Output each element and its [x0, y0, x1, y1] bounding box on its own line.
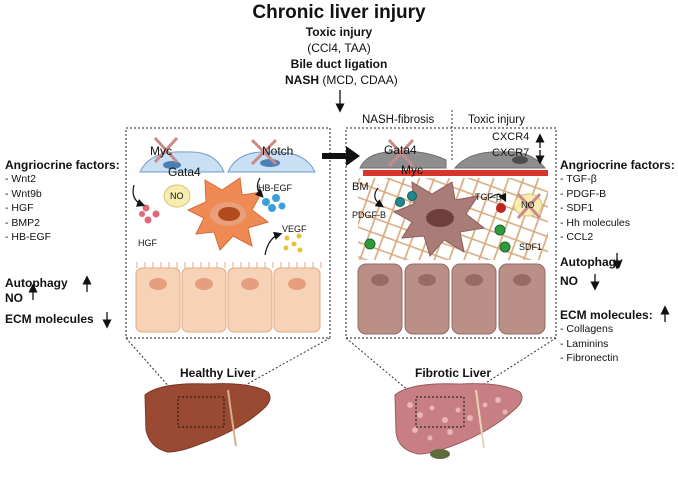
vegf-dots	[283, 233, 303, 253]
right-ecm-item: - Collagens	[560, 323, 614, 335]
fibrotic-liver-shape	[394, 383, 523, 455]
left-factor-item: - HGF	[5, 202, 34, 215]
right-angiocrine-heading: Angriocrine factors:	[560, 158, 675, 172]
left-factor-item: - Wnt9b	[5, 187, 42, 200]
cxcr4-label: CXCR4	[492, 131, 530, 143]
healthy-stellate-nucleus	[218, 207, 240, 221]
healthy-liver-shape	[144, 383, 271, 453]
left-factor-item: - BMP2	[5, 216, 41, 229]
fibrotic-liver-ligament	[475, 389, 485, 449]
right-factor-item: - Hh molecules	[560, 216, 631, 229]
healthy-hb-egf-label: HB-EGF	[258, 183, 293, 193]
fibrotic-pdgf-b-label: PDGF-B	[352, 210, 387, 220]
fibrotic-myc-label: Myc	[401, 163, 423, 177]
hb-egf-arrow	[254, 177, 264, 198]
endothelial-nucleus-left	[163, 161, 181, 169]
healthy-liver-caption: Healthy Liver	[180, 366, 256, 380]
notch-cross-icon	[250, 138, 278, 166]
no-cross-icon	[516, 192, 542, 220]
healthy-myc-label: Myc	[150, 144, 172, 158]
nash-fibrosis-label: NASH-fibrosis	[362, 114, 435, 126]
left-no-label: NO	[5, 291, 23, 305]
tgf-beta-dot	[496, 203, 506, 213]
left-sidebar: Angriocrine factors: - Wnt2 - Wnt9b - HG…	[5, 158, 123, 245]
hgf-arrow	[132, 184, 146, 207]
cxcr7-label: CXCR7	[492, 147, 530, 159]
right-no-label: NO	[560, 274, 578, 288]
cause-nash-label: NASH	[285, 73, 320, 87]
level-arrows	[28, 133, 670, 329]
gata4-cross-icon	[387, 138, 415, 168]
healthy-panel-frame	[125, 127, 331, 339]
right-sidebar: Angriocrine factors: - TGF-β - PDGF-B - …	[560, 158, 676, 245]
fibrotic-liver-nodules	[407, 397, 508, 441]
right-factor-item: - SDF1	[560, 202, 594, 215]
bm-label: BM	[352, 181, 369, 193]
fibrotic-gata4-label: Gata4	[384, 143, 417, 157]
right-factor-item: - CCL2	[560, 231, 594, 244]
cause-nash-detail: (MCD, CDAA)	[322, 73, 398, 87]
healthy-hepatocytes	[135, 262, 322, 333]
right-autophagy-label: Autophagy	[560, 255, 623, 269]
cause-bile-duct-ligation: Bile duct ligation	[290, 57, 388, 71]
fibrotic-hepatocytes	[357, 263, 546, 335]
tgf-beta-arrow	[489, 192, 507, 203]
fibrotic-liver-zoom-box	[415, 396, 465, 428]
right-ecm-label: ECM molecules:	[560, 308, 653, 322]
toxic-injury-label: Toxic injury	[468, 114, 525, 126]
right-ecm-item: - Fibronectin	[560, 352, 619, 365]
right-factor-item: - TGF-β	[560, 173, 597, 185]
hgf-dots	[139, 204, 160, 224]
left-factor-item: - HB-EGF	[5, 231, 52, 244]
left-angiocrine-heading: Angriocrine factors:	[5, 158, 120, 172]
fibrotic-tgf-beta-label: TGF-β	[475, 192, 502, 202]
healthy-liver-zoom-box	[177, 396, 225, 428]
vegf-arrow	[264, 231, 283, 256]
fibrotic-endothelial-nucleus	[512, 156, 528, 164]
fibrotic-stellate-nucleus	[426, 209, 454, 227]
myc-cross-icon	[153, 136, 179, 164]
right-ecm-block: ECM molecules: - Collagens - Laminins - …	[560, 308, 676, 366]
left-factor-item: - Wnt2	[5, 173, 36, 185]
left-autophagy-label: Autophagy	[5, 276, 68, 290]
gallbladder-shape	[430, 449, 450, 459]
right-ecm-item: - Laminins	[560, 337, 609, 350]
fibrotic-no-label: NO	[521, 200, 535, 210]
hb-egf-dots	[262, 194, 286, 212]
cause-nash: NASH (MCD, CDAA)	[285, 73, 398, 87]
healthy-notch-label: Notch	[262, 144, 294, 158]
healthy-no-blob	[163, 184, 191, 208]
right-factor-item: - PDGF-B	[560, 187, 607, 200]
cause-toxic-injury: Toxic injury	[305, 25, 373, 39]
healthy-no-label: NO	[170, 191, 184, 201]
fibrotic-liver-caption: Fibrotic Liver	[415, 366, 492, 380]
fibrotic-panel-frame	[345, 127, 557, 339]
healthy-liver-ligament	[227, 389, 237, 447]
pdgf-b-dots	[395, 191, 417, 207]
left-ecm-label: ECM molecules	[5, 312, 94, 326]
fibrotic-sdf1-label: SDF1	[519, 242, 543, 252]
pdgf-b-arrow	[374, 187, 384, 208]
progression-arrow	[322, 146, 360, 166]
basement-membrane	[363, 170, 548, 176]
healthy-hgf-label: HGF	[138, 238, 157, 248]
healthy-vegf-label: VEGF	[282, 224, 307, 234]
diagram-title: Chronic liver injury	[252, 2, 426, 23]
healthy-gata4-label: Gata4	[168, 165, 201, 179]
sdf1-dots	[364, 224, 511, 253]
cause-toxic-injury-detail: (CCl4, TAA)	[307, 41, 371, 55]
